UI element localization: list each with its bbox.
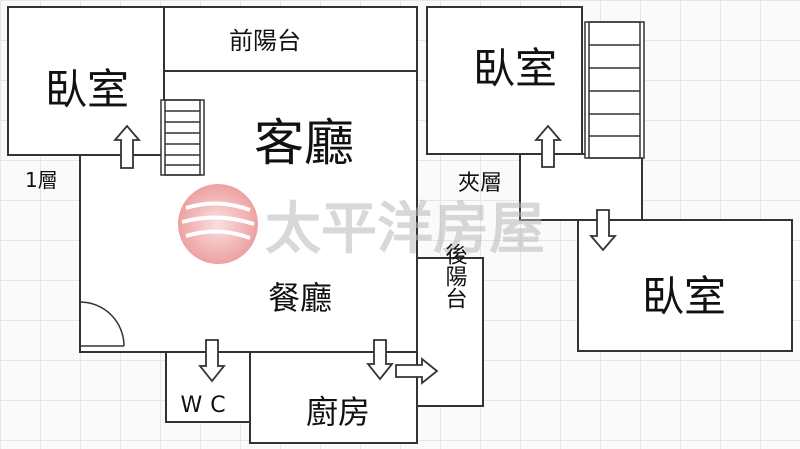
watermark-text: 太平洋房屋 [265,196,545,262]
arrow-down-icon [589,209,617,252]
stairs-right [584,21,645,159]
bedroom-lower-right-room [577,219,793,352]
arrow-down-icon [198,339,226,383]
living-room-label: 客廳 [254,114,354,172]
arrow-down-icon [366,339,394,381]
watermark: 太平洋房屋 [178,184,545,264]
arrow-right-icon [395,357,439,385]
arrows [113,124,617,385]
entrance-door [79,301,125,347]
back-balcony-room [416,257,484,407]
dining-room-label: 餐廳 [268,279,332,317]
bedroom-upper-right-label: 臥室 [473,44,557,93]
arrow-up-icon [534,124,562,168]
wc-label: WC [180,393,233,418]
back-balcony-label: 後陽台 [442,243,468,309]
stairs-left [160,99,205,176]
mezzanine-label: 夾層 [458,171,502,196]
bedroom-lower-right-label: 臥室 [642,272,726,321]
front-balcony-room [163,6,418,72]
front-balcony-label: 前陽台 [229,27,301,55]
mezzanine-room [519,153,643,221]
kitchen-label: 廚房 [306,393,370,431]
arrow-up-icon [113,124,141,169]
floor-label: 1層 [25,168,58,192]
bedroom-left-room [7,6,165,156]
bedroom-upper-right-room [426,6,583,155]
bedroom-left-label: 臥室 [45,65,129,114]
watermark-logo-icon [178,184,258,264]
